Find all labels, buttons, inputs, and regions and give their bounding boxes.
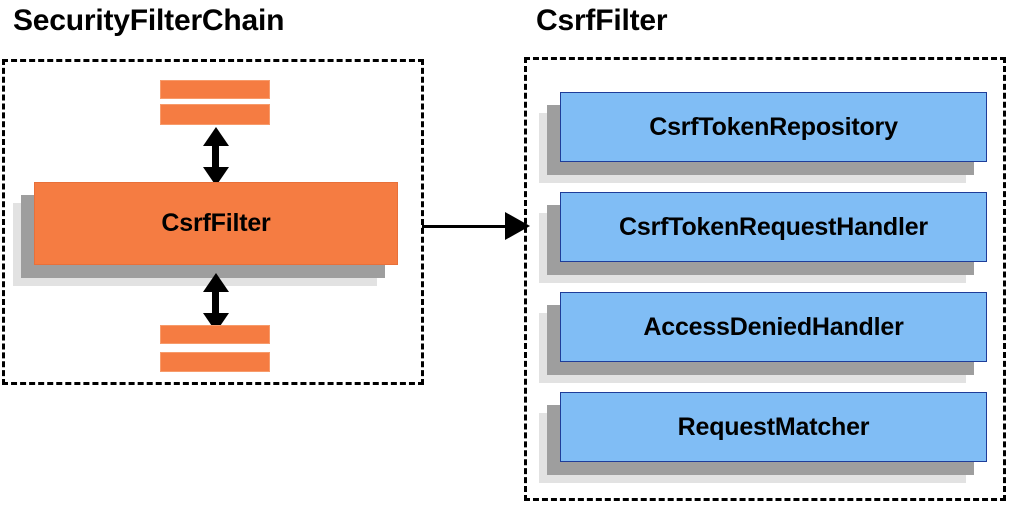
panel-title-csrf-filter: CsrfFilter <box>536 4 668 37</box>
component-label: RequestMatcher <box>677 412 870 441</box>
filter-bar-below-2 <box>160 352 270 372</box>
filter-bar-above-2 <box>160 104 270 125</box>
component-label: CsrfTokenRequestHandler <box>619 212 928 241</box>
component-csrf-token-repository[interactable]: CsrfTokenRepository <box>539 92 987 183</box>
component-face: CsrfTokenRepository <box>560 92 987 162</box>
component-face: AccessDeniedHandler <box>560 292 987 362</box>
filter-bar-above-1 <box>160 80 270 99</box>
arrow-shaft-top <box>212 143 219 171</box>
component-label: AccessDeniedHandler <box>643 312 904 341</box>
arrow-up-head-top <box>203 127 229 146</box>
arrow-down-head-top <box>203 167 229 186</box>
component-csrf-token-request-handler[interactable]: CsrfTokenRequestHandler <box>539 192 987 283</box>
component-face: CsrfTokenRequestHandler <box>560 192 987 262</box>
panel-title-security-filter-chain: SecurityFilterChain <box>13 4 285 37</box>
csrf-filter-panel <box>524 57 1006 501</box>
filter-bar-below-1 <box>160 325 270 344</box>
component-label: CsrfTokenRepository <box>649 112 898 141</box>
component-csrf-filter[interactable]: CsrfFilter <box>13 182 398 286</box>
component-request-matcher[interactable]: RequestMatcher <box>539 392 987 483</box>
arrow-shaft-bottom <box>212 289 219 317</box>
connector-line <box>422 225 508 228</box>
component-face: CsrfFilter <box>34 182 398 265</box>
component-access-denied-handler[interactable]: AccessDeniedHandler <box>539 292 987 383</box>
component-face: RequestMatcher <box>560 392 987 462</box>
component-label: CsrfFilter <box>161 209 271 237</box>
security-filter-chain-panel <box>2 59 424 385</box>
arrow-up-head-bottom <box>203 273 229 292</box>
